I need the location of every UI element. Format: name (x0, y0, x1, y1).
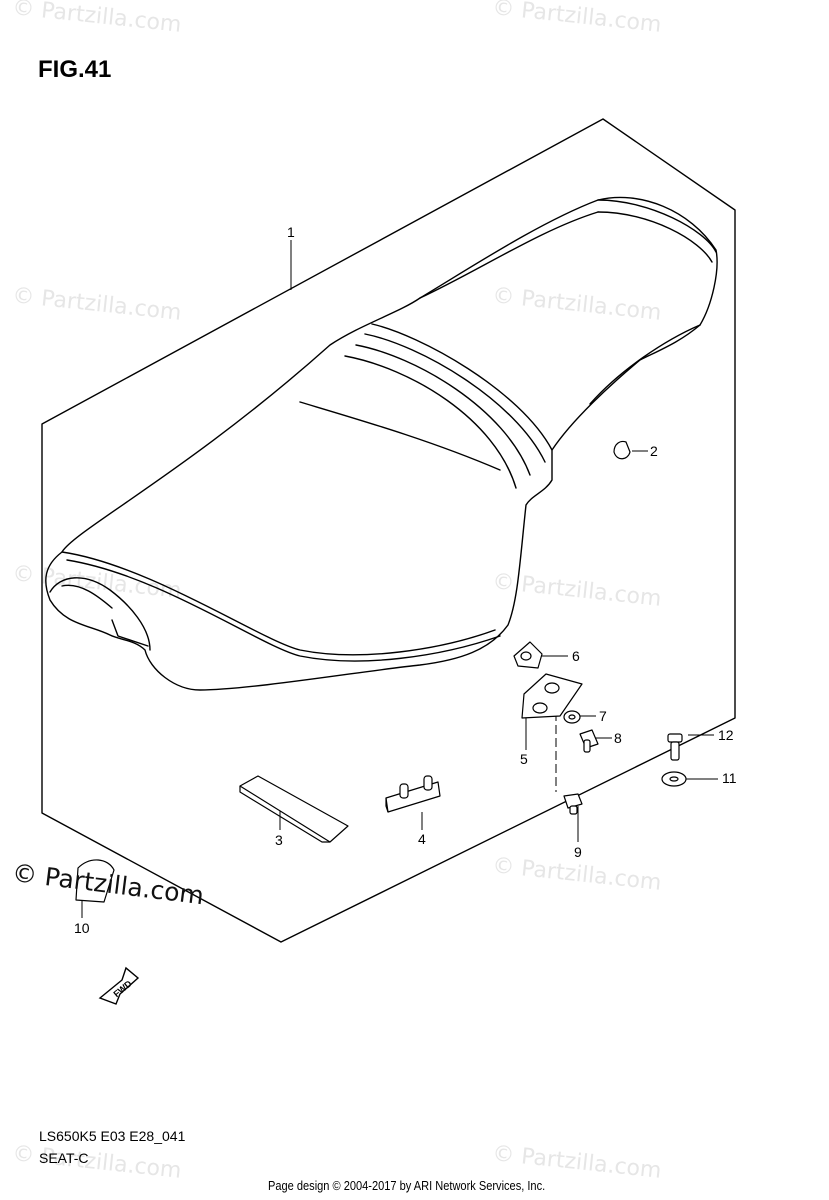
copyright-notice: Page design © 2004-2017 by ARI Network S… (268, 1178, 546, 1193)
callout-5: 5 (520, 751, 528, 767)
callout-7: 7 (599, 708, 607, 724)
part-12-collar (667, 733, 683, 743)
callout-8: 8 (614, 730, 622, 746)
part-2-grommet (613, 440, 631, 460)
callout-11: 11 (722, 770, 737, 786)
callout-3: 3 (275, 832, 283, 848)
part-10-label (75, 859, 115, 903)
callout-1: 1 (287, 224, 295, 240)
assembly-frame (41, 118, 736, 943)
section-name: SEAT-C (39, 1150, 89, 1166)
callout-10: 10 (74, 920, 90, 936)
model-code: LS650K5 E03 E28_041 (39, 1128, 186, 1144)
part-9-bolt (563, 793, 583, 809)
callout-6: 6 (572, 648, 580, 664)
part-3-cushion (239, 775, 349, 843)
callout-9: 9 (574, 844, 582, 860)
fwd-arrow-icon: FWD (98, 966, 140, 1005)
figure-title: FIG.41 (38, 56, 112, 83)
callout-2: 2 (650, 443, 658, 459)
callout-4: 4 (418, 831, 426, 847)
callout-12: 12 (718, 727, 734, 743)
